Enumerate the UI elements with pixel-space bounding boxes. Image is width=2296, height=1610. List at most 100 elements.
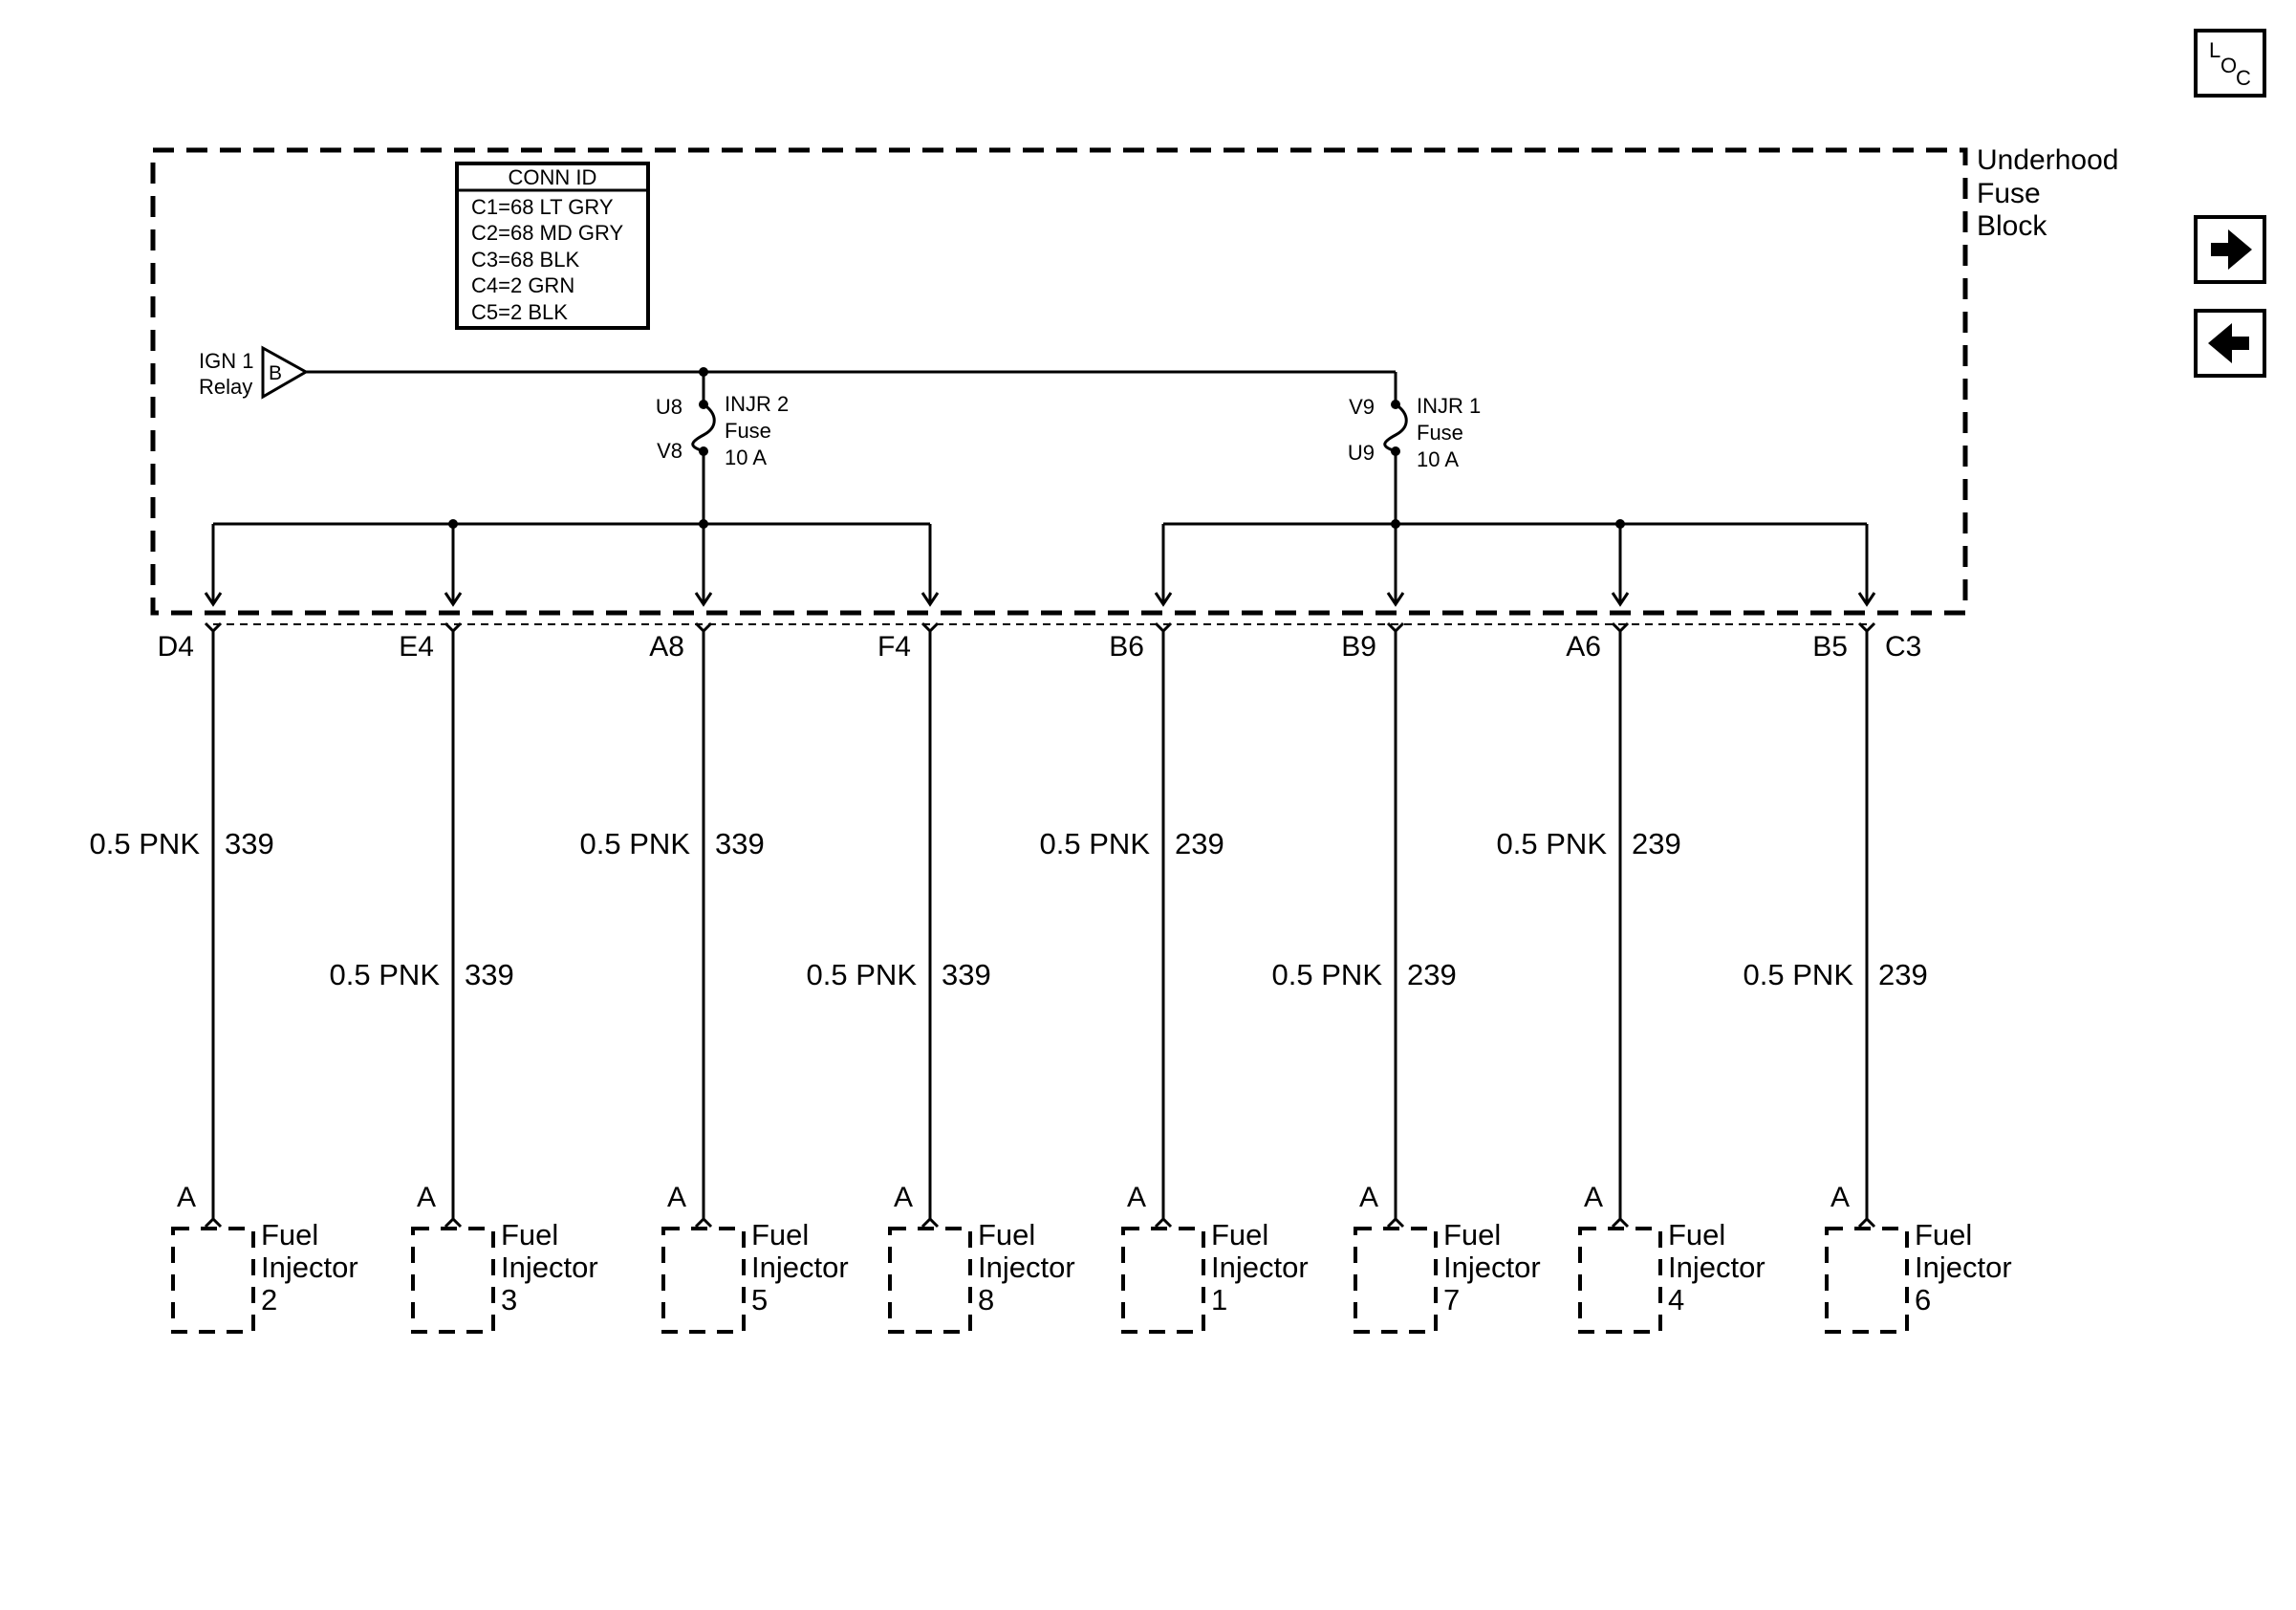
injector-name-line-1: Fuel <box>1668 1218 1725 1251</box>
back-button[interactable] <box>2194 309 2266 378</box>
conn-id-row-3: C3=68 BLK <box>471 248 579 272</box>
injector-name-line-1: Fuel <box>751 1218 809 1251</box>
injr1-top-pin: V9 <box>1349 395 1375 419</box>
wire-size-label: 0.5 PNK <box>1040 827 1151 860</box>
injr1-fuse: V9 U9 INJR 1 Fuse 10 A <box>1348 372 1481 524</box>
injr2-rating: 10 A <box>725 446 767 469</box>
terminal-female-symbol <box>1611 592 1630 607</box>
injector-terminal-symbol <box>694 1216 713 1229</box>
relay-pin-label: B <box>269 362 282 384</box>
wire-size-label: 0.5 PNK <box>580 827 691 860</box>
circuit-number-label: 239 <box>1175 827 1224 860</box>
fuel-injector-symbol <box>1354 1227 1438 1334</box>
fuel-injector-symbol <box>1578 1227 1662 1334</box>
relay-label-line-2: Relay <box>199 375 252 399</box>
fuse-block-title: Underhood Fuse Block <box>1977 144 2118 242</box>
injector-pin-label: A <box>667 1182 686 1213</box>
connector-c3-label: C3 <box>1885 631 1921 663</box>
injector-name-line-2: Injector <box>1211 1251 1309 1284</box>
injector-name-line-1: Fuel <box>1211 1218 1268 1251</box>
cavity-label: B5 <box>1812 631 1848 663</box>
injector-name-line-2: Injector <box>261 1251 358 1284</box>
circuit-number-label: 239 <box>1632 827 1681 860</box>
injector-terminal-symbol <box>1386 1216 1405 1229</box>
injr1-name: INJR 1 <box>1417 394 1481 418</box>
terminal-female-symbol <box>1154 592 1173 607</box>
fuel-injector-symbol <box>1121 1227 1205 1334</box>
loc-button[interactable]: L O C <box>2194 29 2266 98</box>
injector-name-line-1: Fuel <box>978 1218 1035 1251</box>
forward-button[interactable] <box>2194 215 2266 284</box>
cavity-label: D4 <box>158 631 194 663</box>
injector-pin-label: A <box>417 1182 436 1213</box>
injector-pin-label: A <box>1830 1182 1850 1213</box>
injector-name-line-3: 3 <box>501 1283 517 1316</box>
circuit-number-label: 239 <box>1407 958 1457 991</box>
conn-id-row-1: C1=68 LT GRY <box>471 195 614 219</box>
terminal-female-symbol <box>921 592 940 607</box>
injector-name-line-2: Injector <box>978 1251 1075 1284</box>
injr2-type: Fuse <box>725 419 771 443</box>
injr1-bottom-pin: U9 <box>1348 441 1375 465</box>
loc-letter-l: L <box>2209 38 2220 62</box>
conn-id-table: CONN ID C1=68 LT GRY C2=68 MD GRY C3=68 … <box>455 162 650 330</box>
wire-size-label: 0.5 PNK <box>1497 827 1608 860</box>
injector-name-line-1: Fuel <box>501 1218 558 1251</box>
circuit-number-label: 339 <box>715 827 765 860</box>
fuel-injector-symbol <box>171 1227 255 1334</box>
cavity-label: E4 <box>399 631 434 663</box>
terminal-female-symbol <box>1386 592 1405 607</box>
cavity-label: B9 <box>1341 631 1376 663</box>
injr1-type: Fuse <box>1417 421 1463 445</box>
injector-terminal-symbol <box>921 1216 940 1229</box>
conn-id-header: CONN ID <box>509 165 597 189</box>
wire-size-label: 0.5 PNK <box>807 958 918 991</box>
wire-size-label: 0.5 PNK <box>1744 958 1854 991</box>
injector-name-line-3: 2 <box>261 1283 277 1316</box>
arrow-left-icon <box>2208 323 2249 363</box>
relay-label-line-1: IGN 1 <box>199 349 253 373</box>
injector-name-line-3: 6 <box>1915 1283 1931 1316</box>
circuit-number-label: 339 <box>465 958 514 991</box>
injr1-rating: 10 A <box>1417 447 1459 471</box>
terminal-male-symbol <box>694 621 713 634</box>
injector-name-line-1: Fuel <box>261 1218 318 1251</box>
circuit-number-label: 339 <box>225 827 274 860</box>
terminal-female-symbol <box>204 592 223 607</box>
wire-size-label: 0.5 PNK <box>90 827 201 860</box>
conn-id-row-5: C5=2 BLK <box>471 300 568 324</box>
arrow-right-icon <box>2211 229 2252 270</box>
injector-name-line-3: 5 <box>751 1283 768 1316</box>
terminal-male-symbol <box>444 621 463 634</box>
injector-name-line-1: Fuel <box>1915 1218 1972 1251</box>
fuel-injector-symbol <box>1825 1227 1909 1334</box>
wire-size-label: 0.5 PNK <box>1272 958 1383 991</box>
injector-name-line-2: Injector <box>501 1251 598 1284</box>
injector-name-line-2: Injector <box>1668 1251 1765 1284</box>
injr2-top-pin: U8 <box>656 395 682 419</box>
circuit-number-label: 339 <box>942 958 991 991</box>
injector-terminal-symbol <box>204 1216 223 1229</box>
conn-id-row-2: C2=68 MD GRY <box>471 221 623 245</box>
fuel-injector-symbol <box>411 1227 495 1334</box>
injector-name-line-2: Injector <box>751 1251 849 1284</box>
terminal-female-symbol <box>694 592 713 607</box>
injector-pin-label: A <box>1359 1182 1378 1213</box>
wire-size-label: 0.5 PNK <box>330 958 441 991</box>
fuel-injector-symbol <box>661 1227 746 1334</box>
injector-name-line-3: 1 <box>1211 1283 1227 1316</box>
loc-letter-o: O <box>2220 54 2237 77</box>
injector-terminal-symbol <box>1154 1216 1173 1229</box>
injector-name-line-3: 4 <box>1668 1283 1684 1316</box>
injector-terminal-symbol <box>1611 1216 1630 1229</box>
injector-name-line-3: 7 <box>1443 1283 1460 1316</box>
